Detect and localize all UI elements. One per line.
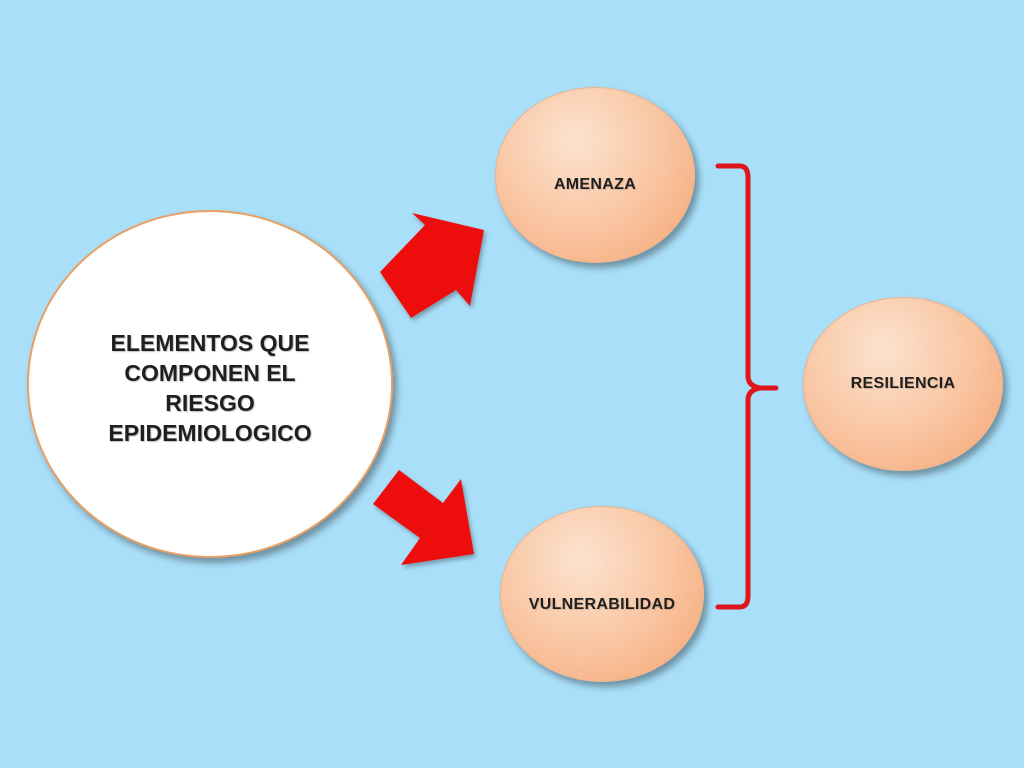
vulnerabilidad-circle: VULNERABILIDAD [500, 506, 704, 682]
arrow-to-amenaza-icon [380, 213, 484, 318]
amenaza-circle: AMENAZA [495, 87, 695, 263]
amenaza-label: AMENAZA [553, 176, 637, 193]
grouping-bracket-icon [715, 163, 779, 610]
arrow-to-vulnerabilidad-icon [373, 470, 474, 565]
central-concept-circle: ELEMENTOS QUE COMPONEN EL RIESGO EPIDEMI… [27, 210, 393, 558]
resiliencia-circle: RESILIENCIA [803, 297, 1003, 471]
central-concept-label: ELEMENTOS QUE COMPONEN EL RIESGO EPIDEMI… [108, 330, 312, 446]
vulnerabilidad-label: VULNERABILIDAD [528, 596, 676, 613]
resiliencia-label: RESILIENCIA [850, 375, 956, 392]
